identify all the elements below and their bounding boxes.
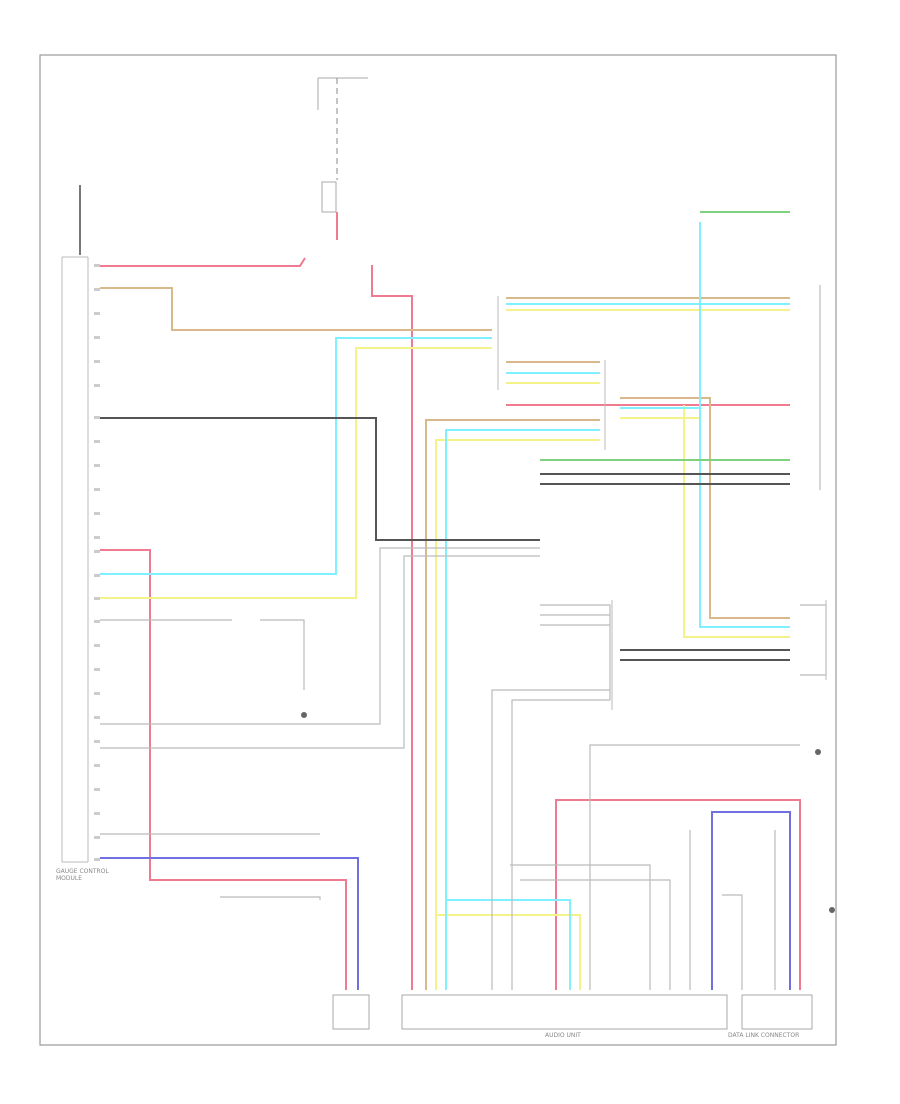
label-audio-unit: AUDIO UNIT: [545, 1032, 581, 1039]
green-wires: [540, 211, 790, 461]
small-bottom-box: [332, 994, 370, 1030]
audio-unit-box: [401, 994, 728, 1030]
data-link-box: [741, 994, 813, 1030]
black-wires: [100, 417, 790, 661]
yellow-wires: [100, 309, 790, 990]
label-gauge-control-module: GAUGE CONTROL MODULE: [56, 868, 109, 882]
left-module-pins: [94, 264, 100, 861]
left-module: [61, 185, 89, 863]
label-data-link: DATA LINK CONNECTOR: [728, 1032, 800, 1039]
orange-wires: [100, 287, 790, 990]
top-fuse: [317, 77, 368, 240]
blue-wires: [100, 811, 791, 990]
cyan-wires: [100, 222, 790, 990]
diagram-border: [39, 54, 837, 1046]
ground-symbols: [301, 712, 835, 913]
red-wires: [100, 257, 801, 990]
connector-blocks: [497, 296, 827, 710]
gray-wires: [100, 285, 827, 990]
